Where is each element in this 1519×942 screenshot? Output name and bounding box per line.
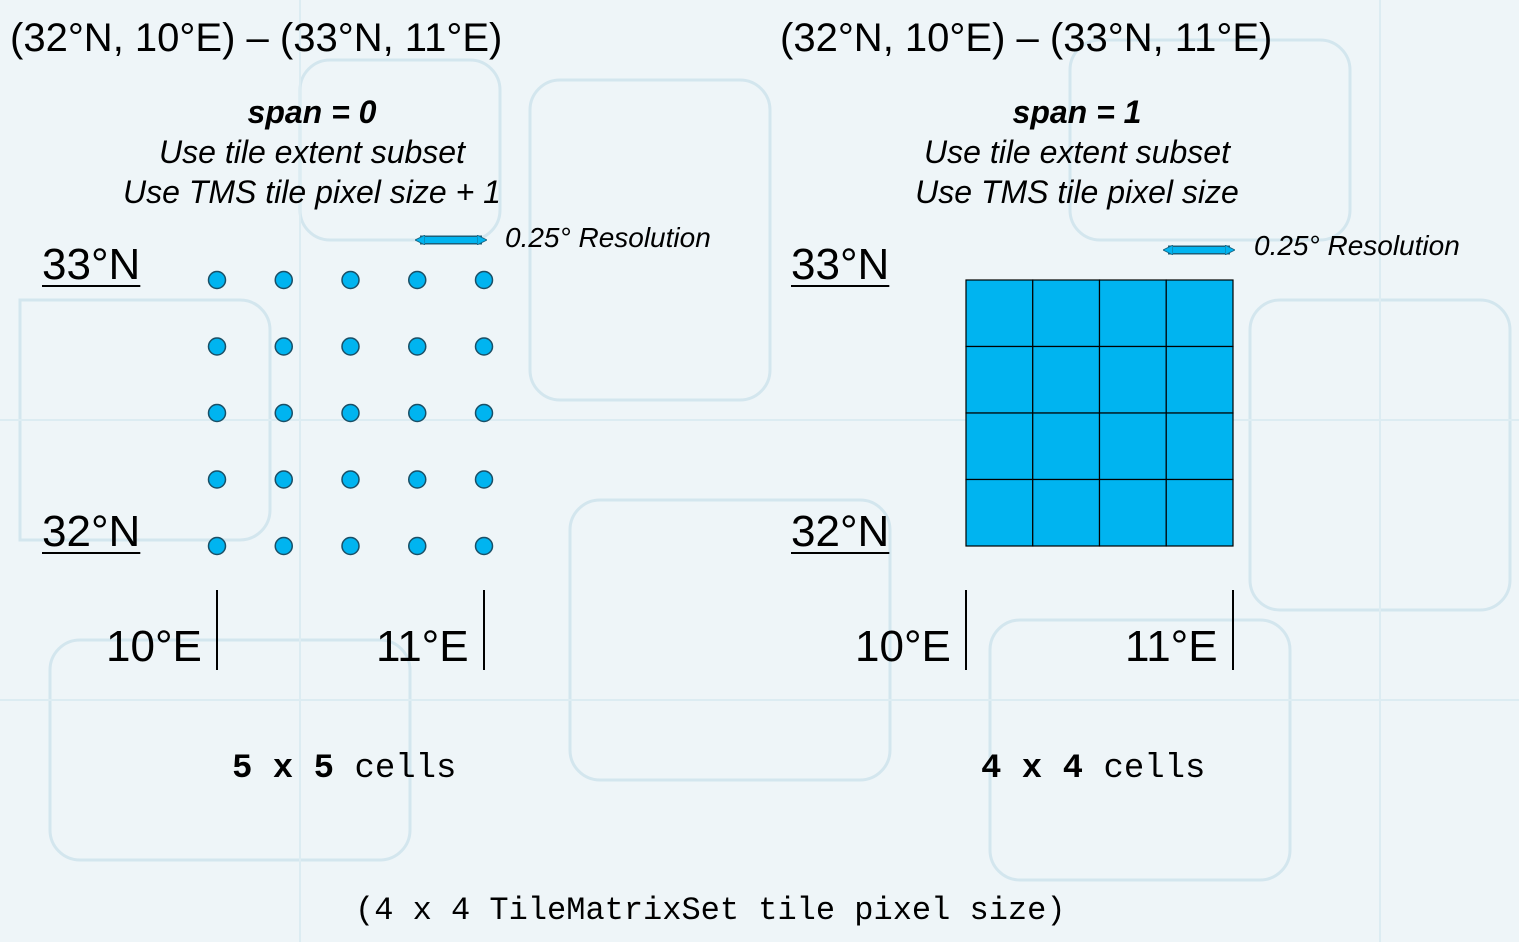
left-lat-top: 33°N bbox=[42, 240, 141, 289]
grid-point bbox=[408, 270, 427, 290]
left-line1: Use tile extent subset bbox=[159, 134, 465, 170]
grid-cell bbox=[965, 412, 1034, 481]
grid-cell bbox=[1032, 345, 1101, 414]
grid-point bbox=[341, 270, 360, 290]
left-resolution-label: 0.25° Resolution bbox=[505, 222, 711, 253]
grid-point bbox=[341, 337, 360, 356]
grid-point bbox=[474, 337, 494, 356]
right-lat-top: 33°N bbox=[791, 240, 890, 289]
grid-cell bbox=[1165, 478, 1234, 547]
right-grid-cells bbox=[965, 279, 1234, 547]
grid-point bbox=[207, 270, 227, 290]
grid-point bbox=[408, 403, 427, 423]
grid-cell bbox=[1098, 345, 1167, 414]
grid-cell bbox=[1165, 412, 1234, 481]
right-lon-right: 11°E bbox=[1125, 622, 1218, 671]
grid-point bbox=[274, 470, 293, 489]
right-cells-caption: 4 x 4 cells bbox=[981, 750, 1205, 788]
right-span-label: span = 1 bbox=[1012, 94, 1142, 130]
left-heading: span = 0 Use tile extent subset Use TMS … bbox=[123, 92, 501, 212]
grid-cell bbox=[1032, 279, 1101, 348]
left-lon-ticks bbox=[216, 590, 485, 670]
grid-point bbox=[274, 337, 293, 356]
left-bbox-title: (32°N, 10°E) – (33°N, 11°E) bbox=[10, 16, 503, 60]
right-bbox-title: (32°N, 10°E) – (33°N, 11°E) bbox=[780, 16, 1273, 60]
grid-point bbox=[341, 536, 360, 556]
grid-cell bbox=[1032, 478, 1101, 547]
grid-point bbox=[207, 470, 227, 489]
right-line2: Use TMS tile pixel size bbox=[915, 174, 1239, 210]
grid-point bbox=[474, 270, 494, 290]
grid-point bbox=[207, 536, 227, 556]
left-grid-points bbox=[207, 270, 494, 556]
grid-point bbox=[207, 403, 227, 423]
grid-point bbox=[474, 536, 494, 556]
right-lon-ticks bbox=[965, 590, 1234, 670]
grid-cell bbox=[965, 345, 1034, 414]
grid-point bbox=[474, 470, 494, 489]
right-cells-word: cells bbox=[1103, 750, 1206, 788]
left-lon-left: 10°E bbox=[106, 622, 202, 671]
grid-point bbox=[274, 403, 293, 423]
grid-cell bbox=[1098, 412, 1167, 481]
right-lat-bottom: 32°N bbox=[791, 507, 890, 556]
grid-point bbox=[341, 470, 360, 489]
grid-point bbox=[408, 536, 427, 556]
left-cells-dims: 5 x 5 bbox=[232, 750, 335, 788]
left-lat-bottom: 32°N bbox=[42, 507, 141, 556]
left-cells-word: cells bbox=[354, 750, 457, 788]
grid-cell bbox=[1098, 279, 1167, 348]
footer-note: (4 x 4 TileMatrixSet tile pixel size) bbox=[355, 892, 1066, 929]
grid-point bbox=[474, 403, 494, 423]
grid-point bbox=[341, 403, 360, 423]
grid-point bbox=[207, 337, 227, 356]
grid-cell bbox=[1032, 412, 1101, 481]
grid-cell bbox=[1165, 279, 1234, 348]
left-span-label: span = 0 bbox=[247, 94, 377, 130]
grid-point bbox=[408, 337, 427, 356]
left-lon-right: 11°E bbox=[376, 622, 469, 671]
right-line1: Use tile extent subset bbox=[924, 134, 1230, 170]
right-lon-left: 10°E bbox=[855, 622, 951, 671]
right-heading: span = 1 Use tile extent subset Use TMS … bbox=[915, 92, 1239, 212]
grid-point bbox=[274, 536, 293, 556]
left-line2: Use TMS tile pixel size + 1 bbox=[123, 174, 501, 210]
grid-cell bbox=[1165, 345, 1234, 414]
right-resolution-label: 0.25° Resolution bbox=[1254, 230, 1460, 261]
grid-point bbox=[274, 270, 293, 290]
grid-cell bbox=[965, 478, 1034, 547]
grid-cell bbox=[965, 279, 1034, 348]
left-cells-caption: 5 x 5 cells bbox=[232, 750, 456, 788]
right-cells-dims: 4 x 4 bbox=[981, 750, 1084, 788]
grid-cell bbox=[1098, 478, 1167, 547]
grid-point bbox=[408, 470, 427, 489]
